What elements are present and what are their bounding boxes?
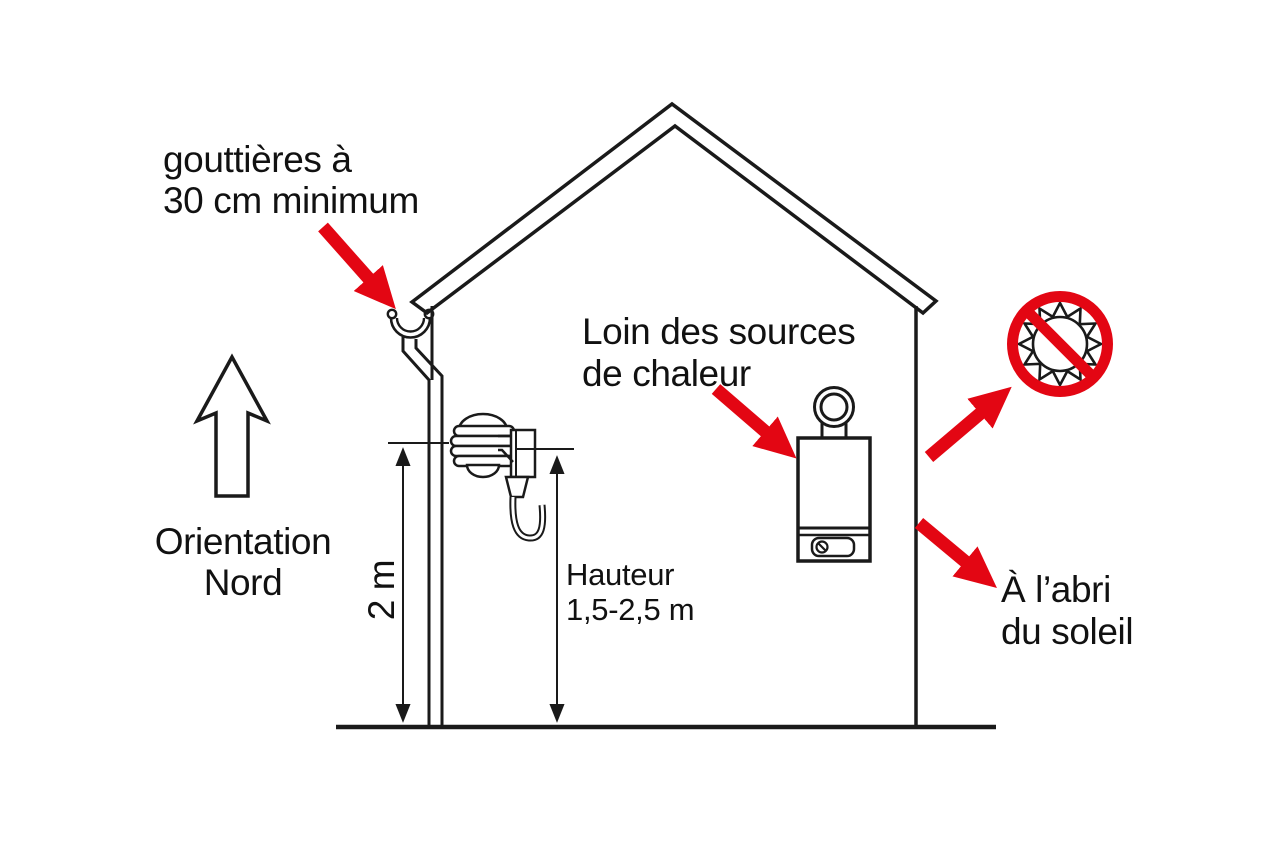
dimension-hauteur: Hauteur 1,5-2,5 m bbox=[516, 448, 695, 723]
arrow-to-boiler bbox=[711, 384, 797, 459]
gutter-icon bbox=[386, 308, 435, 339]
arrow-to-no-sun bbox=[924, 386, 1012, 462]
north-label-line2: Nord bbox=[204, 562, 283, 603]
dimension-hauteur-label-line2: 1,5-2,5 m bbox=[566, 592, 694, 627]
downspout-icon bbox=[401, 337, 444, 725]
dimension-hauteur-label-line1: Hauteur bbox=[566, 557, 674, 592]
north-label-line1: Orientation bbox=[155, 521, 332, 562]
dimension-2m-label: 2 m bbox=[361, 560, 402, 620]
gutter-label-line2: 30 cm minimum bbox=[163, 180, 419, 221]
sensor-bracket bbox=[509, 428, 537, 479]
heat-label-line1: Loin des sources bbox=[582, 311, 855, 352]
north-arrow-icon bbox=[193, 353, 271, 498]
sensor-connector bbox=[504, 475, 530, 499]
house-outline bbox=[336, 101, 996, 730]
arrow-to-shade-label bbox=[914, 518, 997, 588]
arrow-to-gutter bbox=[318, 222, 396, 310]
no-sun-icon bbox=[1007, 291, 1113, 397]
boiler-icon bbox=[796, 386, 872, 563]
callout-arrows bbox=[318, 222, 1012, 588]
shade-label-line1: À l’abri bbox=[1001, 569, 1111, 610]
boiler-body bbox=[796, 436, 872, 563]
dimension-2m: 2 m bbox=[361, 442, 449, 723]
outdoor-sensor-icon bbox=[449, 412, 547, 542]
gutter-label-line1: gouttières à bbox=[163, 139, 352, 180]
prohibition-ring bbox=[1007, 291, 1113, 397]
heat-label-line2: de chaleur bbox=[582, 353, 751, 394]
shade-label-line2: du soleil bbox=[1001, 611, 1133, 652]
roof bbox=[409, 101, 939, 316]
